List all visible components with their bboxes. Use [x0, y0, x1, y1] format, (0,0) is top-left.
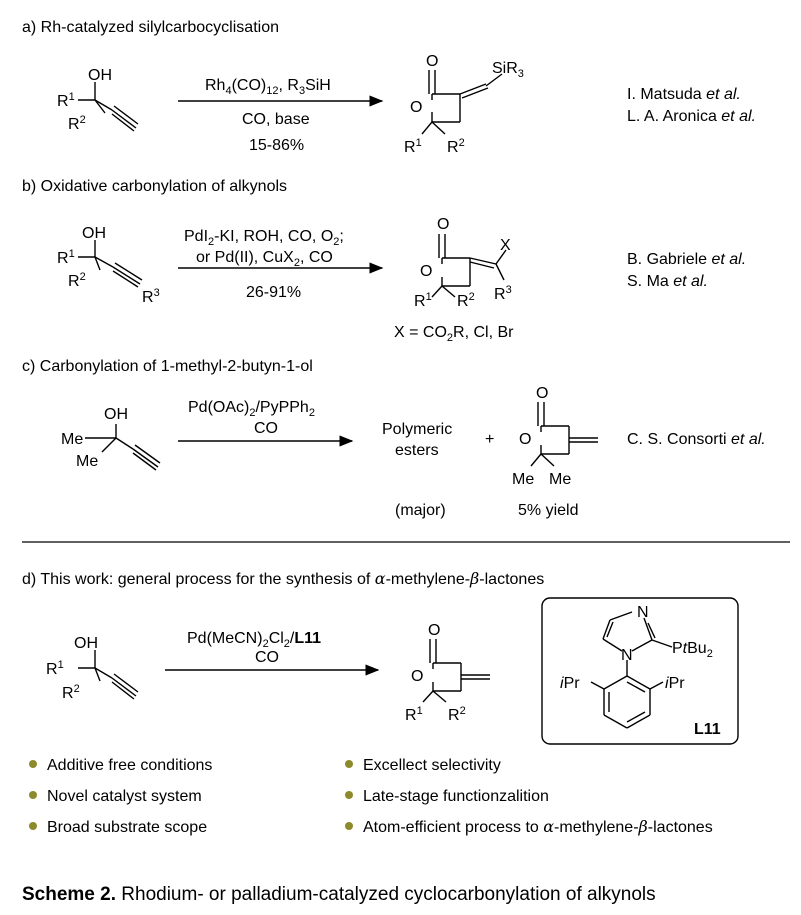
- polymeric-esters-1: Polymeric: [382, 421, 452, 438]
- ref-b2: S. Ma et al.: [627, 273, 708, 290]
- svg-text:O: O: [411, 668, 423, 685]
- ref-a1: I. Matsuda et al.: [627, 86, 741, 103]
- atom-oh: OH: [88, 67, 112, 84]
- svg-text:O: O: [536, 385, 548, 402]
- ref-a2: L. A. Aronica et al.: [627, 108, 756, 125]
- svg-text:Me: Me: [549, 471, 571, 488]
- ligand-label: L11: [694, 721, 721, 738]
- bullet-right-3: Atom-efficient process to α-methylene-β-…: [363, 817, 713, 836]
- svg-text:R1: R1: [57, 91, 75, 110]
- heading-d: d) This work: general process for the sy…: [22, 569, 544, 588]
- svg-text:R2: R2: [448, 705, 466, 724]
- heading-a: a) Rh-catalyzed silylcarbocyclisation: [22, 19, 279, 36]
- bullet-right-2: Late-stage functionzalition: [363, 788, 549, 805]
- reagent-d1: Pd(MeCN)2Cl2/L11: [187, 630, 321, 650]
- svg-text:R1: R1: [414, 291, 432, 310]
- ipr-left-label: iPr: [560, 675, 580, 692]
- yield-b: 26-91%: [246, 284, 301, 301]
- yield-a: 15-86%: [249, 137, 304, 154]
- substrate-d: OH R1 R2: [46, 635, 139, 702]
- svg-text:O: O: [410, 99, 422, 116]
- svg-text:R2: R2: [447, 137, 465, 156]
- svg-text:O: O: [420, 263, 432, 280]
- reagent-c1: Pd(OAc)2/PyPPh2: [188, 399, 315, 419]
- ref-b1: B. Gabriele et al.: [627, 251, 746, 268]
- reagent-a1: Rh4(CO)12, R3SiH: [205, 77, 331, 97]
- svg-text:R1: R1: [404, 137, 422, 156]
- substrate-a: OH R1 R2: [57, 67, 139, 133]
- svg-text:SiR3: SiR3: [492, 60, 524, 80]
- reagent-a2: CO, base: [242, 111, 310, 128]
- svg-text:R1: R1: [57, 248, 75, 267]
- svg-text:R2: R2: [457, 291, 475, 310]
- svg-text:R3: R3: [494, 284, 512, 303]
- polymeric-esters-2: esters: [395, 442, 439, 459]
- bullet-list-right: Excellect selectivity Late-stage functio…: [345, 757, 713, 836]
- svg-text:OH: OH: [104, 406, 128, 423]
- svg-text:N: N: [637, 604, 649, 621]
- plus-sign: +: [485, 431, 494, 448]
- heading-b: b) Oxidative carbonylation of alkynols: [22, 178, 287, 195]
- svg-text:Me: Me: [61, 431, 83, 448]
- svg-text:Me: Me: [76, 453, 98, 470]
- svg-text:OH: OH: [82, 225, 106, 242]
- substrate-c: OH Me Me: [61, 406, 161, 471]
- svg-text:N: N: [621, 647, 633, 664]
- ipr-right-label: iPr: [665, 675, 685, 692]
- svg-text:R2: R2: [62, 683, 80, 702]
- svg-text:O: O: [437, 216, 449, 233]
- svg-text:O: O: [519, 431, 531, 448]
- svg-text:Me: Me: [512, 471, 534, 488]
- svg-text:O: O: [428, 622, 440, 639]
- x-definition: X = CO2R, Cl, Br: [394, 324, 514, 344]
- bullet-left-2: Novel catalyst system: [47, 788, 202, 805]
- reagent-b2: or Pd(II), CuX2, CO: [196, 249, 333, 269]
- minor-yield: 5% yield: [518, 502, 578, 519]
- reagent-c2: CO: [254, 420, 278, 437]
- bullet-list-left: Additive free conditions Novel catalyst …: [29, 757, 212, 836]
- product-c: O O Me Me: [512, 385, 598, 488]
- bullet-left-3: Broad substrate scope: [47, 819, 207, 836]
- product-b: O O X R3 R1 R2: [414, 216, 512, 310]
- svg-text:R1: R1: [46, 659, 64, 678]
- svg-text:X: X: [500, 237, 511, 254]
- svg-text:R2: R2: [68, 271, 86, 290]
- substrate-b: OH R1 R2 R3: [57, 225, 160, 306]
- ligand-L11-structure: N N PtBu2 iPr iPr: [560, 604, 713, 729]
- product-a: O O SiR3 R1 R2: [404, 53, 524, 156]
- svg-text:R1: R1: [405, 705, 423, 724]
- caption: Scheme 2. Rhodium- or palladium-catalyze…: [22, 884, 656, 905]
- svg-text:R2: R2: [68, 114, 86, 133]
- bullet-left-1: Additive free conditions: [47, 757, 212, 774]
- svg-text:OH: OH: [74, 635, 98, 652]
- major-label: (major): [395, 502, 446, 519]
- bullet-right-1: Excellect selectivity: [363, 757, 501, 774]
- svg-text:O: O: [426, 53, 438, 70]
- ref-c1: C. S. Consorti et al.: [627, 431, 766, 448]
- reagent-d2: CO: [255, 649, 279, 666]
- ligand-box: [541, 597, 739, 745]
- reagent-b1: PdI2-KI, ROH, CO, O2;: [184, 228, 344, 248]
- svg-text:R3: R3: [142, 287, 160, 306]
- heading-c: c) Carbonylation of 1-methyl-2-butyn-1-o…: [22, 358, 313, 375]
- product-d: O O R1 R2: [405, 622, 490, 724]
- ptbu2-label: PtBu2: [672, 640, 713, 660]
